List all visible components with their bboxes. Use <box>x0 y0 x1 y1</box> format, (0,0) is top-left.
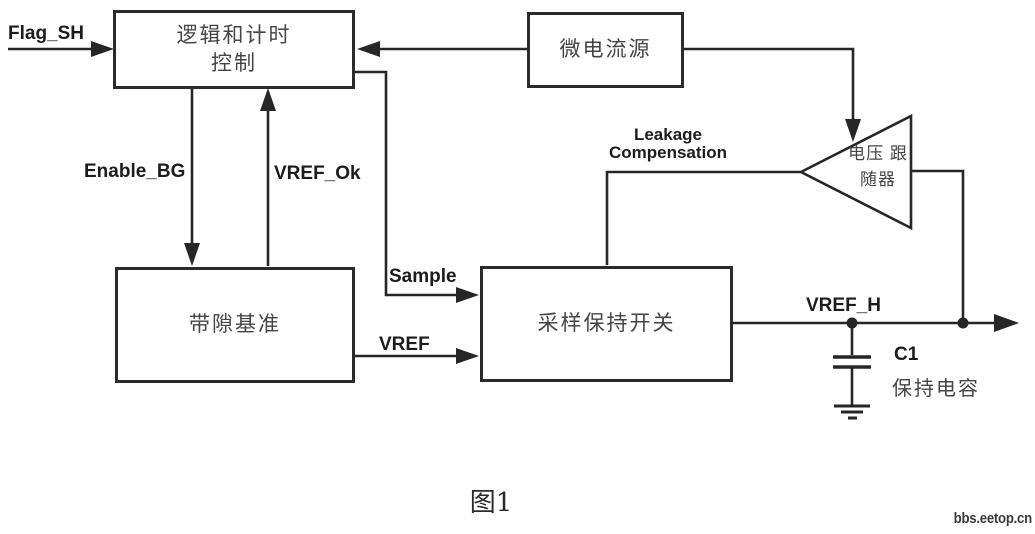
block-micro-current-source: 微电流源 <box>527 12 684 88</box>
capacitor-c1 <box>833 323 871 406</box>
wire-leakage-compensation <box>605 170 801 265</box>
voltage-follower-line1: 电压 <box>848 144 885 163</box>
arrowhead-flag-sh <box>91 41 114 57</box>
capacitor-desc-label: 保持电容 <box>892 378 980 400</box>
arrowhead-micro-to-logic <box>357 41 380 57</box>
block-logic-timing-control: 逻辑和计时 控制 <box>113 10 355 89</box>
arrowhead-micro-to-follower <box>845 119 861 142</box>
block-logic-line2: 控制 <box>211 51 257 75</box>
junction-dot-feedback <box>957 317 969 329</box>
voltage-follower-line2: 跟随器 <box>860 144 908 189</box>
block-logic-line1: 逻辑和计时 <box>176 23 292 47</box>
arrowhead-output <box>994 314 1019 332</box>
wire-sample <box>355 70 457 297</box>
block-bandgap-reference: 带隙基准 <box>115 267 355 383</box>
capacitor-name-label: C1 <box>894 344 919 365</box>
ground-symbol <box>834 404 870 420</box>
voltage-follower-label: 电压 跟随器 <box>843 141 913 193</box>
arrowhead-enable-bg <box>184 243 200 266</box>
signal-label-leakage-compensation: Leakage Compensation <box>584 126 752 162</box>
watermark-text: bbs.eetop.cn <box>953 510 1033 527</box>
arrowhead-sample <box>456 287 479 303</box>
signal-label-vref: VREF <box>379 334 430 355</box>
figure-caption: 图1 <box>469 488 513 518</box>
signal-label-flag-sh: Flag_SH <box>8 23 85 44</box>
signal-label-vref-ok: VREF_Ok <box>274 163 361 184</box>
block-bandgap-label: 带隙基准 <box>189 313 281 336</box>
block-sample-hold-switch: 采样保持开关 <box>480 266 733 382</box>
leakage-line1: Leakage <box>633 125 703 144</box>
block-micro-label: 微电流源 <box>559 38 652 61</box>
signal-label-sample: Sample <box>389 266 457 287</box>
arrowhead-vref-ok <box>260 88 276 111</box>
wire-follower-input <box>911 169 965 322</box>
arrowhead-vref <box>456 348 479 364</box>
wire-micro-to-follower <box>684 47 855 120</box>
block-samplehold-label: 采样保持开关 <box>537 312 676 335</box>
leakage-line2: Compensation <box>608 143 728 162</box>
signal-label-vref-h: VREF_H <box>806 295 881 316</box>
signal-label-enable-bg: Enable_BG <box>84 161 186 182</box>
